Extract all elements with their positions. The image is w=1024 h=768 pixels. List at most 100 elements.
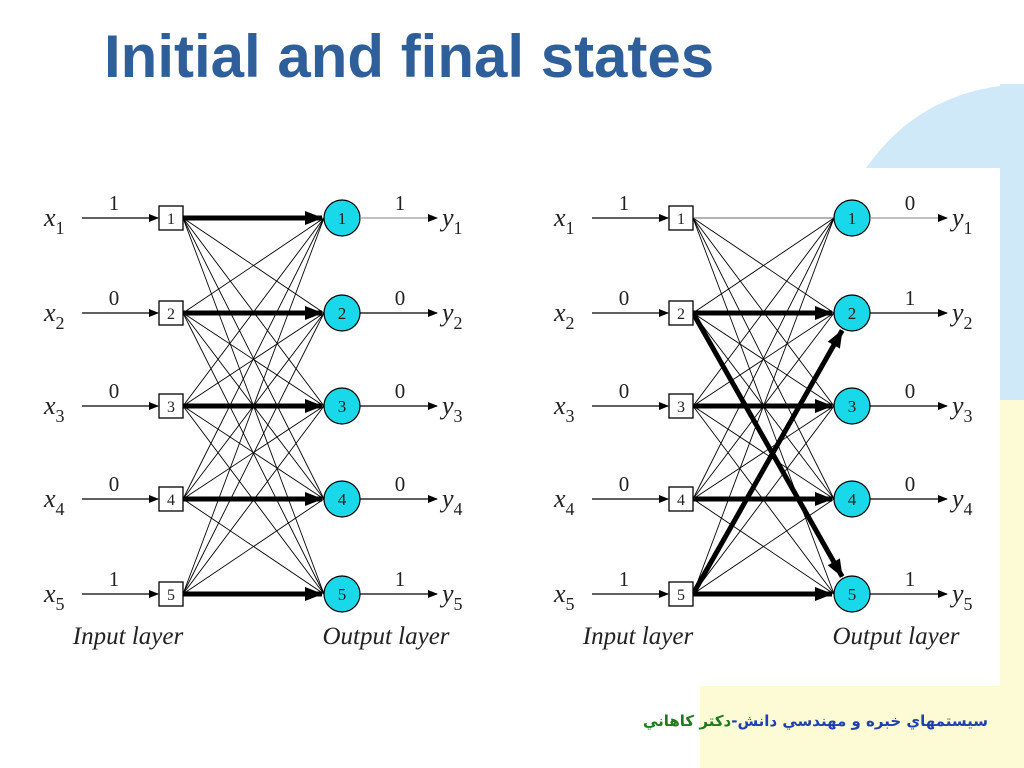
input-variable-subscript: 2 xyxy=(566,313,575,333)
output-node-number: 4 xyxy=(848,490,857,509)
input-node-number: 2 xyxy=(167,306,175,323)
output-variable-subscript: 4 xyxy=(454,499,463,519)
input-variable-label: x1 xyxy=(553,203,575,238)
output-variable-subscript: 5 xyxy=(454,594,463,614)
input-value: 1 xyxy=(109,567,120,591)
output-variable-label: y4 xyxy=(949,484,973,519)
decor-blue-arc xyxy=(866,84,1024,168)
input-variable-label: x1 xyxy=(43,203,65,238)
input-node-number: 4 xyxy=(677,492,685,509)
weak-connection-4-1 xyxy=(182,217,325,500)
input-variable-label: x2 xyxy=(553,298,575,333)
output-variable-label: y3 xyxy=(439,391,463,426)
output-value: 0 xyxy=(905,472,916,496)
weak-connection-5-4 xyxy=(692,498,835,595)
output-variable-label: y3 xyxy=(949,391,973,426)
weak-connection-2-1 xyxy=(692,217,835,314)
output-variable-label: y1 xyxy=(949,203,973,238)
input-node xyxy=(158,205,184,231)
input-node xyxy=(668,300,694,326)
input-variable-subscript: 5 xyxy=(56,594,65,614)
input-variable-label: x3 xyxy=(553,391,575,426)
input-node-number: 3 xyxy=(677,399,685,416)
input-node xyxy=(668,205,694,231)
output-variable-subscript: 3 xyxy=(454,406,463,426)
output-value: 1 xyxy=(395,567,406,591)
output-layer-label: Output layer xyxy=(322,623,449,650)
weak-connection-2-1 xyxy=(182,217,325,314)
input-node xyxy=(668,393,694,419)
output-node-number: 3 xyxy=(848,397,857,416)
decor-yellow-side xyxy=(1000,400,1024,690)
decor-yellow-bottom xyxy=(700,686,1024,768)
input-value: 1 xyxy=(619,191,630,215)
output-value: 0 xyxy=(395,472,406,496)
input-node-number: 1 xyxy=(677,211,685,228)
input-variable-subscript: 3 xyxy=(56,406,65,426)
input-value: 0 xyxy=(619,379,630,403)
output-variable-label: y5 xyxy=(439,579,463,614)
input-node-number: 3 xyxy=(167,399,175,416)
input-value: 0 xyxy=(109,472,120,496)
input-node xyxy=(668,486,694,512)
input-layer-label: Input layer xyxy=(72,623,184,650)
output-value: 0 xyxy=(395,379,406,403)
input-node-number: 5 xyxy=(677,587,685,604)
input-value: 0 xyxy=(619,286,630,310)
weak-connection-4-1 xyxy=(692,217,835,500)
input-variable-subscript: 1 xyxy=(56,218,65,238)
input-layer-label: Input layer xyxy=(582,623,694,650)
output-node-number: 4 xyxy=(338,490,347,509)
weak-connection-4-3 xyxy=(692,405,835,500)
input-node xyxy=(158,300,184,326)
input-node-number: 4 xyxy=(167,492,175,509)
weak-connection-5-2 xyxy=(182,312,325,595)
input-node xyxy=(158,486,184,512)
input-variable-subscript: 3 xyxy=(566,406,575,426)
output-variable-subscript: 1 xyxy=(964,218,973,238)
input-node-number: 2 xyxy=(677,306,685,323)
output-value: 1 xyxy=(395,191,406,215)
footer-author: دکتر کاهاني xyxy=(642,712,732,730)
input-variable-label: x4 xyxy=(553,484,575,519)
output-variable-subscript: 4 xyxy=(964,499,973,519)
output-node-number: 2 xyxy=(848,304,857,323)
input-node xyxy=(158,581,184,607)
input-value: 1 xyxy=(109,191,120,215)
output-value: 1 xyxy=(905,286,916,310)
input-variable-subscript: 1 xyxy=(566,218,575,238)
input-value: 0 xyxy=(109,286,120,310)
output-variable-subscript: 2 xyxy=(454,313,463,333)
input-node xyxy=(158,393,184,419)
output-variable-subscript: 5 xyxy=(964,594,973,614)
output-value: 1 xyxy=(905,567,916,591)
output-layer-label: Output layer xyxy=(832,623,959,650)
strong-connection-2-5 xyxy=(690,311,845,578)
output-node-number: 5 xyxy=(338,585,347,604)
output-node-number: 3 xyxy=(338,397,347,416)
input-variable-subscript: 4 xyxy=(566,499,575,519)
footer-course-title: سيستمهاي خبره و مهندسي دانش- xyxy=(731,712,988,730)
output-variable-label: y5 xyxy=(949,579,973,614)
input-value: 0 xyxy=(109,379,120,403)
output-value: 0 xyxy=(905,191,916,215)
output-node-number: 1 xyxy=(338,209,347,228)
output-node-number: 5 xyxy=(848,585,857,604)
output-variable-label: y2 xyxy=(439,298,463,333)
input-variable-subscript: 2 xyxy=(56,313,65,333)
output-variable-subscript: 3 xyxy=(964,406,973,426)
weak-connection-5-4 xyxy=(182,498,325,595)
input-value: 0 xyxy=(619,472,630,496)
output-value: 0 xyxy=(905,379,916,403)
output-node-number: 2 xyxy=(338,304,347,323)
output-variable-subscript: 2 xyxy=(964,313,973,333)
input-variable-subscript: 5 xyxy=(566,594,575,614)
input-node xyxy=(668,581,694,607)
slide-title: Initial and final states xyxy=(104,23,715,90)
input-variable-label: x5 xyxy=(43,579,65,614)
input-value: 1 xyxy=(619,567,630,591)
input-variable-label: x2 xyxy=(43,298,65,333)
